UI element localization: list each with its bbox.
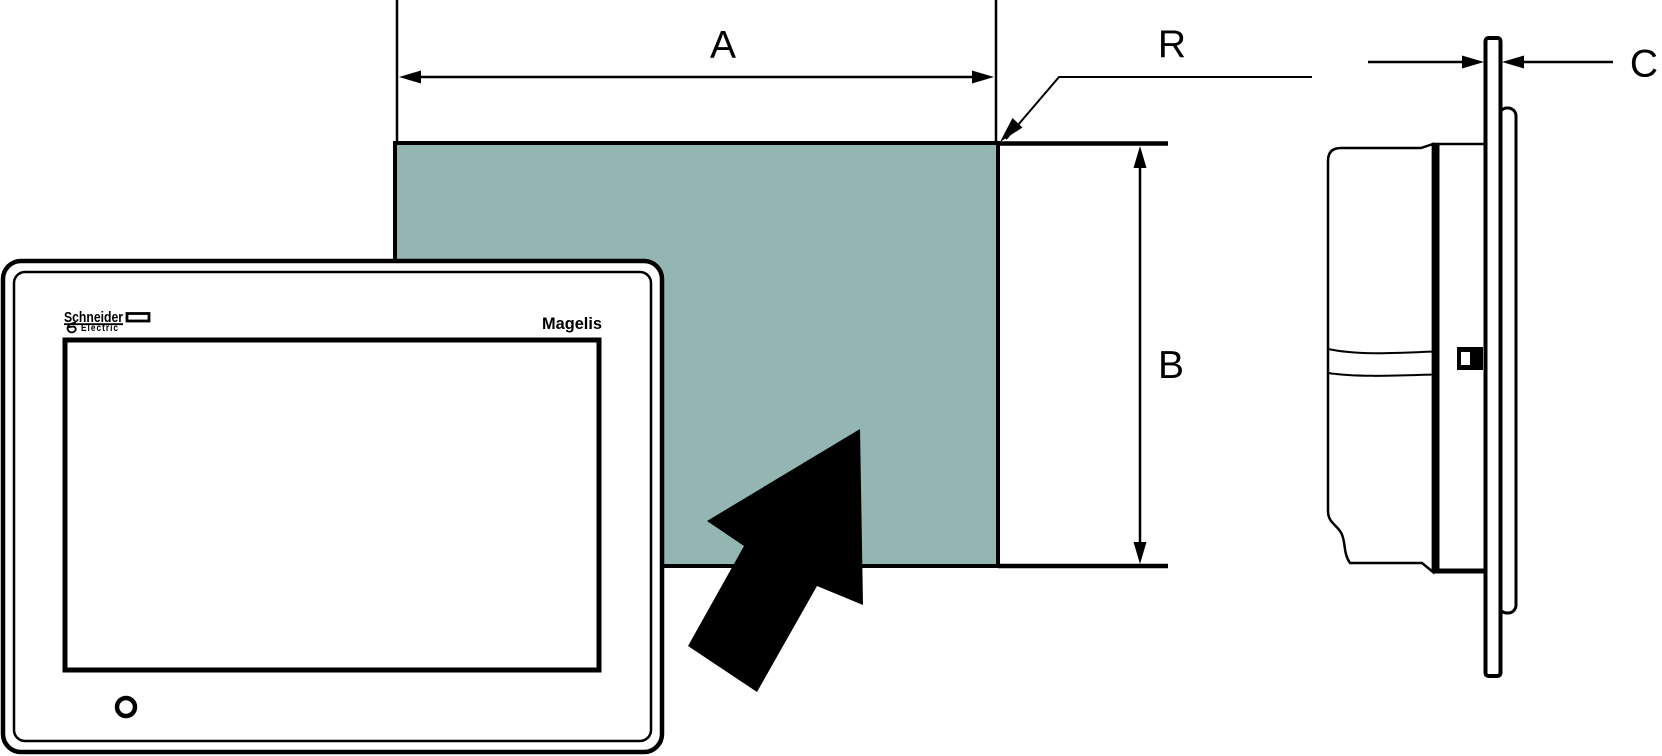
- dimension-a: A: [395, 0, 998, 142]
- product-name-text: Magelis: [542, 315, 602, 333]
- mounting-clip: [1457, 347, 1483, 370]
- arrowhead-left-icon: [399, 70, 421, 84]
- power-led: [114, 695, 138, 719]
- leader-arrowhead-icon: [1000, 118, 1023, 142]
- radius-callout-r: R: [1000, 23, 1312, 142]
- arrowhead-right-icon: [1462, 55, 1484, 69]
- dimension-b: B: [998, 141, 1184, 569]
- dimension-c: C: [1368, 43, 1658, 86]
- arrowhead-left-icon: [1502, 55, 1524, 69]
- label-panel-thickness: C: [1630, 43, 1658, 86]
- side-body: [1326, 142, 1435, 575]
- arrowhead-up-icon: [1133, 146, 1147, 168]
- cursor-arrow-icon: [688, 429, 863, 692]
- label-corner-radius: R: [1158, 23, 1186, 66]
- arrowhead-down-icon: [1133, 542, 1147, 564]
- brand-sub-text: Electric: [81, 323, 119, 334]
- side-body-seam-top: [1327, 348, 1434, 355]
- schneider-symbol-icon: [66, 321, 77, 334]
- hmi-front-view: Schneider Electric Magelis: [0, 258, 665, 755]
- hmi-side-view: [1326, 36, 1518, 678]
- brand-name-text: Schneider: [64, 310, 123, 326]
- label-cutout-width: A: [710, 24, 736, 67]
- display-screen: [62, 337, 602, 673]
- side-panel-wall: [1483, 36, 1503, 678]
- schneider-electric-logo: Schneider Electric: [64, 310, 151, 334]
- brand-flag-icon: [125, 312, 151, 323]
- clip-notch: [1461, 352, 1470, 365]
- arrowhead-right-icon: [972, 70, 994, 84]
- side-body-seam-bottom: [1327, 372, 1434, 377]
- front-bezel-inner: [12, 270, 653, 743]
- leader-line-r: [1005, 76, 1312, 140]
- label-cutout-height: B: [1158, 344, 1184, 387]
